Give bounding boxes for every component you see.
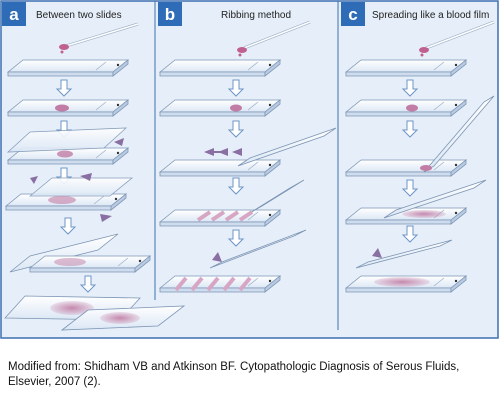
pipette-b	[237, 20, 311, 57]
pipette-c	[419, 20, 495, 57]
panel-a-header: a Between two slides	[2, 2, 122, 26]
panel-a-steps	[4, 22, 186, 331]
figure-diagram: a Between two slides b Ribbing method c …	[0, 0, 499, 339]
panel-a-title: Between two slides	[36, 10, 122, 21]
figure-caption: Modified from: Shidham VB and Atkinson B…	[8, 360, 492, 390]
panel-c-letter: c	[348, 5, 357, 24]
caption-line-2: Elsevier, 2007 (2).	[8, 376, 101, 388]
panel-c-header: c Spreading like a blood film	[341, 2, 489, 26]
panel-c-steps	[345, 20, 495, 293]
panel-b-header: b Ribbing method	[158, 2, 291, 26]
panel-b-steps	[159, 20, 337, 293]
panel-a-letter: a	[9, 5, 19, 24]
caption-line-1: Modified from: Shidham VB and Atkinson B…	[8, 361, 460, 373]
pipette-a	[59, 22, 139, 54]
panel-b-letter: b	[165, 5, 175, 24]
panel-b-title: Ribbing method	[221, 10, 291, 21]
panel-c-title: Spreading like a blood film	[372, 10, 489, 21]
